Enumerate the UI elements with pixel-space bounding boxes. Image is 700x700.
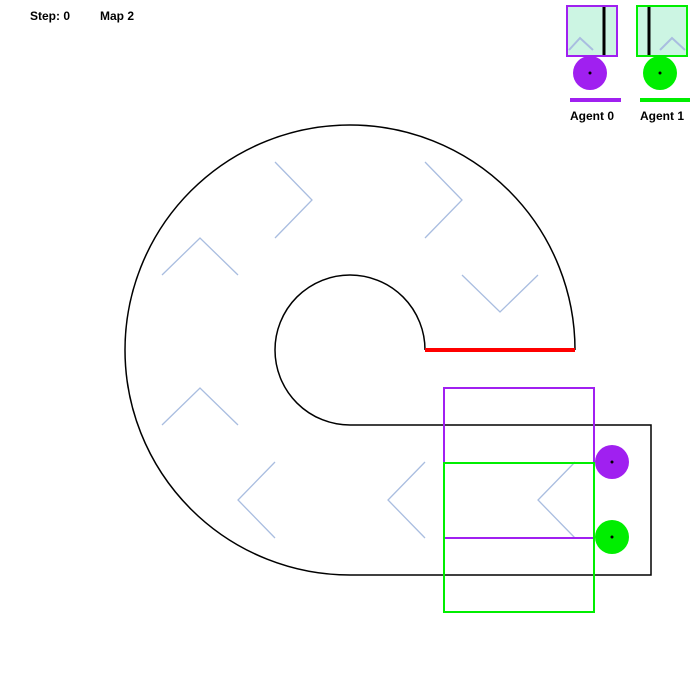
agent-1-panel bbox=[636, 5, 690, 102]
chevron-icon bbox=[274, 161, 313, 239]
chevron-icon bbox=[387, 461, 426, 539]
chevron-icon bbox=[537, 461, 576, 539]
chevron-icon bbox=[424, 161, 463, 239]
agent-0-label: Agent 0 bbox=[569, 109, 614, 123]
map-name: Map 2 bbox=[100, 9, 135, 23]
agent-1-center-dot bbox=[610, 535, 614, 539]
direction-markers bbox=[161, 161, 576, 539]
chevron-icon bbox=[659, 36, 686, 51]
agent-0-icon-dot bbox=[588, 71, 592, 75]
step-counter: Step: 0 bbox=[30, 9, 71, 23]
agent-1-view-box bbox=[443, 462, 595, 613]
chevron-icon bbox=[161, 387, 239, 426]
agent-0-center-dot bbox=[610, 460, 614, 464]
track-leg-wall bbox=[350, 424, 652, 576]
agent-0-color-bar bbox=[570, 98, 621, 102]
chevron-icon bbox=[461, 274, 539, 313]
track-inner-wall bbox=[274, 274, 426, 426]
agent-0-panel bbox=[566, 5, 621, 102]
chevron-icon bbox=[161, 237, 239, 276]
agent-1-icon-dot bbox=[658, 71, 662, 75]
agent-1-color-bar bbox=[640, 98, 690, 102]
track-outer-wall bbox=[124, 124, 576, 576]
agent-1-label: Agent 1 bbox=[639, 109, 684, 123]
agent-0-view-thumbnail bbox=[566, 5, 618, 57]
chevron-icon bbox=[568, 36, 594, 51]
chevron-icon bbox=[237, 461, 276, 539]
